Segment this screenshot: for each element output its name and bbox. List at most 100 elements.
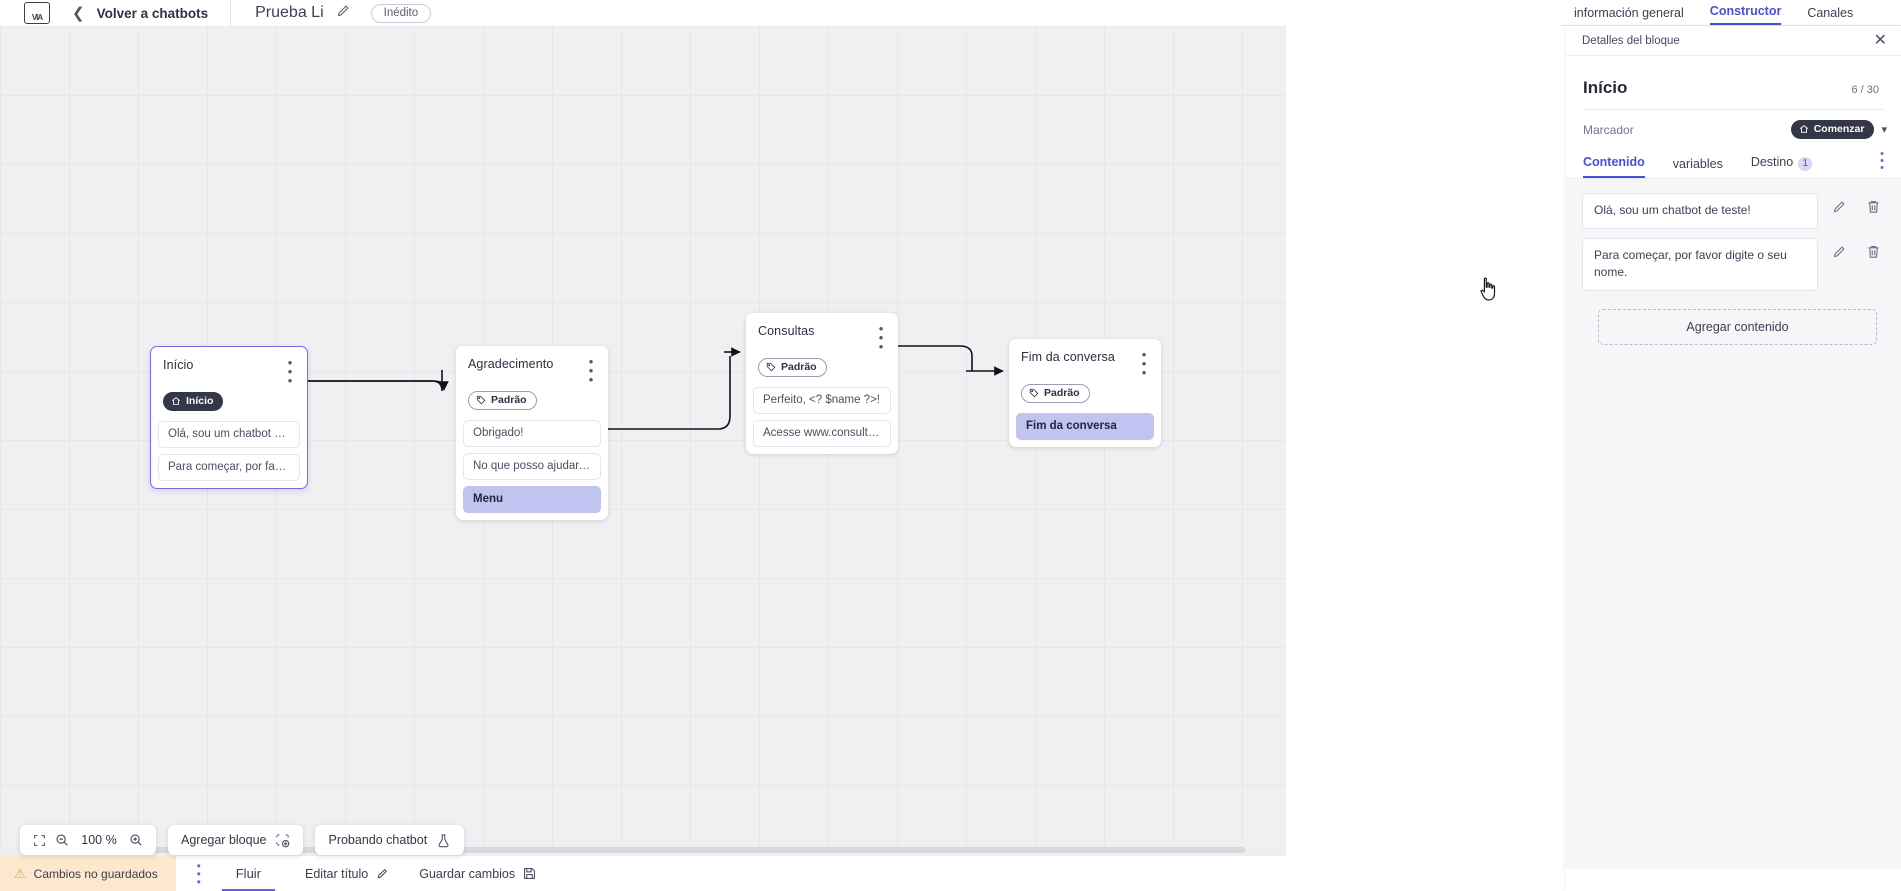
node-message[interactable]: Para começar, por favor digite o ...: [158, 454, 300, 481]
tab-destino-label: Destino: [1750, 155, 1794, 169]
zoom-in-icon[interactable]: [129, 833, 143, 847]
home-icon: [1799, 125, 1808, 133]
node-message-menu[interactable]: Menu: [463, 486, 601, 513]
panel-top-tabs: información general Constructor Canales: [1560, 0, 1901, 26]
trash-icon[interactable]: [1866, 199, 1881, 214]
save-label: Guardar cambios: [419, 866, 516, 881]
add-block-label: Agregar bloque: [181, 833, 267, 847]
tab-destino[interactable]: Destino 1: [1750, 155, 1813, 178]
content-list: Olá, sou um chatbot de teste! Para começ…: [1566, 179, 1901, 869]
chevron-left-icon[interactable]: ❮: [72, 4, 85, 22]
node-header: Início •••: [151, 347, 307, 388]
marker-label: Marcador: [1583, 122, 1634, 137]
kebab-menu-icon[interactable]: •••: [196, 858, 201, 889]
tab-variables[interactable]: variables: [1672, 157, 1723, 171]
node-message[interactable]: Obrigado!: [463, 420, 601, 447]
kebab-menu-icon[interactable]: •••: [588, 354, 594, 387]
node-message[interactable]: No que posso ajudar, <? $name ...: [463, 453, 601, 480]
node-message[interactable]: Perfeito, <? $name ?>!: [753, 387, 891, 414]
node-badge-row: Padrão: [746, 351, 898, 381]
unsaved-changes-indicator: ⚠ Cambios no guardados: [0, 855, 176, 891]
pointer-hand-cursor: [1478, 276, 1500, 307]
zoom-out-icon[interactable]: [55, 833, 69, 847]
pencil-icon[interactable]: [1832, 244, 1847, 259]
tab-contenido[interactable]: Contenido: [1583, 155, 1645, 178]
flow-node-inicio[interactable]: Início ••• Início Olá, sou um chatbot de…: [150, 346, 308, 489]
test-chatbot-button[interactable]: Probando chatbot: [315, 825, 465, 855]
back-to-chatbots-link[interactable]: Volver a chatbots: [96, 5, 209, 21]
fit-screen-icon[interactable]: [33, 834, 46, 847]
status-badge: Inédito: [370, 3, 432, 23]
page-title: Prueba Li: [255, 4, 324, 21]
content-item-row: Para começar, por favor digite o seu nom…: [1582, 238, 1889, 292]
node-message-end[interactable]: Fim da conversa: [1016, 413, 1154, 440]
tab-informacion-general[interactable]: información general: [1574, 6, 1684, 20]
tab-canales[interactable]: Canales: [1807, 6, 1854, 20]
node-title: Início: [163, 358, 194, 372]
node-badge-inicio[interactable]: Início: [163, 392, 224, 411]
kebab-menu-icon[interactable]: •••: [1141, 347, 1147, 380]
panel-header: Detalles del bloque ✕: [1566, 26, 1901, 56]
node-message[interactable]: Acesse www.consultas.com par...: [753, 420, 891, 447]
panel-header-title: Detalles del bloque: [1582, 34, 1680, 47]
node-message[interactable]: Olá, sou um chatbot de teste!: [158, 421, 300, 448]
kebab-menu-icon[interactable]: •••: [287, 355, 293, 388]
kebab-menu-icon[interactable]: •••: [878, 321, 884, 354]
node-header: Fim da conversa •••: [1009, 339, 1161, 380]
zoom-controls: 100 %: [20, 825, 156, 855]
block-title: Início: [1583, 78, 1628, 97]
node-title: Agradecimento: [468, 357, 554, 371]
block-details-panel: Detalles del bloque ✕ Início 6 / 30 Marc…: [1566, 26, 1901, 891]
panel-content-tabs: Contenido variables Destino 1 •••: [1566, 139, 1901, 179]
tag-icon: [476, 395, 486, 405]
node-badge-padrao[interactable]: Padrão: [1021, 384, 1090, 403]
canvas-horizontal-scrollbar[interactable]: [0, 845, 1286, 855]
pencil-icon[interactable]: [1832, 199, 1847, 214]
add-content-button[interactable]: Agregar contenido: [1598, 309, 1877, 346]
node-header: Consultas •••: [746, 313, 898, 354]
marker-badge-comenzar[interactable]: Comenzar: [1790, 120, 1875, 139]
content-item-actions: [1818, 193, 1889, 214]
app-logo-icon[interactable]: VIA: [24, 2, 50, 24]
node-header: Agradecimento •••: [456, 346, 608, 387]
content-item-actions: [1818, 238, 1889, 259]
tag-icon: [1029, 388, 1039, 398]
flow-node-agradecimento[interactable]: Agradecimento ••• Padrão Obrigado! No qu…: [456, 346, 608, 520]
node-badge-padrao[interactable]: Padrão: [758, 358, 827, 377]
node-title: Consultas: [758, 324, 815, 338]
right-panel: información general Constructor Canales …: [1560, 0, 1901, 891]
tab-destino-badge: 1: [1798, 157, 1813, 171]
pencil-icon[interactable]: [336, 3, 351, 23]
content-text[interactable]: Para começar, por favor digite o seu nom…: [1582, 238, 1818, 292]
flask-icon: [436, 833, 451, 848]
add-block-button[interactable]: Agregar bloque: [168, 825, 304, 855]
kebab-menu-icon[interactable]: •••: [1880, 148, 1884, 174]
node-badge-padrao[interactable]: Padrão: [468, 391, 537, 410]
block-title-row: Início 6 / 30: [1566, 56, 1901, 98]
chevron-down-icon[interactable]: ▾: [1881, 124, 1887, 136]
block-count: 6 / 30: [1851, 84, 1879, 96]
node-badge-row: Início: [151, 385, 307, 415]
save-disk-icon: [523, 867, 536, 880]
save-changes-button[interactable]: Guardar cambios: [419, 867, 536, 881]
add-block-icon: [275, 833, 290, 848]
flow-node-consultas[interactable]: Consultas ••• Padrão Perfeito, <? $name …: [746, 313, 898, 454]
tab-constructor[interactable]: Constructor: [1709, 4, 1782, 25]
home-icon: [171, 397, 181, 405]
top-bar: VIA ❮ Volver a chatbots Prueba Li Inédit…: [0, 0, 1560, 26]
divider: [230, 0, 232, 26]
status-bar: ⚠ Cambios no guardados ••• Fluir Editar …: [0, 855, 1286, 891]
scrollbar-thumb[interactable]: [55, 847, 1245, 853]
test-chatbot-label: Probando chatbot: [328, 833, 428, 847]
flow-canvas[interactable]: Início ••• Início Olá, sou um chatbot de…: [0, 26, 1286, 855]
trash-icon[interactable]: [1866, 244, 1881, 259]
unsaved-label: Cambios no guardados: [33, 866, 158, 881]
node-badge-row: Padrão: [456, 384, 608, 414]
close-icon[interactable]: ✕: [1873, 31, 1887, 49]
content-text[interactable]: Olá, sou um chatbot de teste!: [1582, 193, 1818, 230]
marker-control[interactable]: Comenzar ▾: [1790, 120, 1887, 139]
edit-title-button[interactable]: Editar título: [305, 867, 389, 881]
flow-node-fim-da-conversa[interactable]: Fim da conversa ••• Padrão Fim da conver…: [1009, 339, 1161, 447]
tab-fluir[interactable]: Fluir: [221, 857, 276, 891]
pencil-icon: [376, 867, 389, 880]
